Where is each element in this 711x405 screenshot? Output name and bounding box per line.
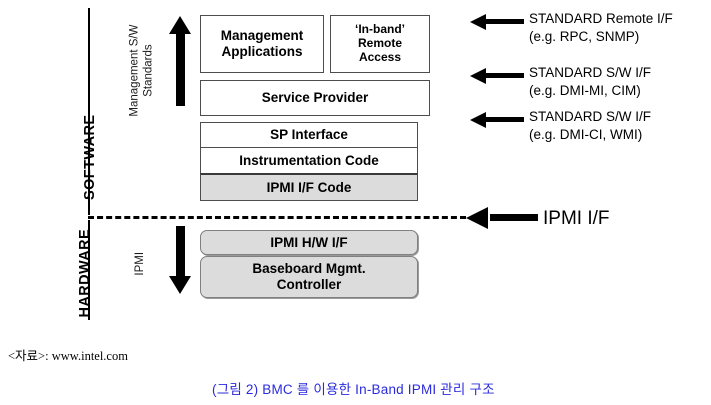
callout-arrow-standard-sw-if-ci (470, 112, 524, 128)
callout-arrow-shaft-1 (484, 19, 524, 24)
source-credit-text: <자료>: www.intel.com (8, 349, 128, 363)
box-sp-interface-label: SP Interface (270, 127, 348, 143)
ipmi-down-arrow (165, 226, 195, 294)
callout-arrow-standard-sw-if-mi (470, 68, 524, 84)
box-management-applications-line2: Applications (221, 44, 303, 59)
annotation-standard-sw-if-mi-line2: (e.g. DMI-MI, CIM) (529, 82, 641, 98)
box-instrumentation-code[interactable]: Instrumentation Code (200, 147, 418, 174)
annotation-standard-remote-if-line1: STANDARD Remote I/F (529, 11, 673, 26)
annotation-ipmi-if-line1: IPMI I/F (543, 208, 610, 229)
side-note-management-standards-line2: Standards (142, 44, 154, 97)
callout-arrow-standard-remote-if (470, 14, 524, 30)
callout-arrow-shaft-3 (484, 117, 524, 122)
figure-caption-text: (그림 2) BMC 를 이용한 In-Band IPMI 관리 구조 (212, 382, 495, 397)
arrow-head-down-icon (169, 276, 191, 294)
callout-arrow-ipmi-if (466, 207, 538, 229)
box-management-applications[interactable]: Management Applications (200, 15, 324, 73)
box-service-provider[interactable]: Service Provider (200, 80, 430, 116)
figure-caption: (그림 2) BMC 를 이용한 In-Band IPMI 관리 구조 (212, 378, 495, 398)
box-baseboard-mgmt-controller-line2: Controller (276, 277, 342, 292)
side-note-management-standards-line1: Management S/W (128, 24, 141, 117)
annotation-ipmi-if: IPMI I/F (543, 206, 610, 231)
arrow-head-left-icon-4 (466, 207, 488, 229)
arrow-head-left-icon-2 (470, 68, 486, 84)
arrow-shaft-down (175, 226, 185, 277)
annotation-standard-sw-if-ci-line2: (e.g. DMI-CI, WMI) (529, 126, 643, 142)
callout-arrow-shaft-4 (490, 214, 538, 221)
arrow-head-left-icon-1 (470, 14, 486, 30)
annotation-standard-sw-if-ci-line1: STANDARD S/W I/F (529, 109, 652, 124)
box-instrumentation-code-label: Instrumentation Code (239, 152, 379, 168)
box-inband-remote-access-line3: Access (358, 49, 402, 64)
arrow-shaft-up (175, 33, 185, 106)
box-inband-remote-access[interactable]: ‘In-band’ Remote Access (330, 15, 430, 73)
side-note-ipmi: IPMI (134, 234, 148, 294)
box-service-provider-label: Service Provider (261, 90, 369, 106)
arrow-head-up-icon (169, 16, 191, 34)
callout-arrow-shaft-2 (484, 73, 524, 78)
management-standards-up-arrow (165, 16, 195, 106)
arrow-head-left-icon-3 (470, 112, 486, 128)
annotation-standard-sw-if-ci: STANDARD S/W I/F (e.g. DMI-CI, WMI) (529, 108, 651, 144)
box-management-applications-line1: Management (220, 28, 304, 44)
annotation-standard-sw-if-mi: STANDARD S/W I/F (e.g. DMI-MI, CIM) (529, 64, 651, 100)
domain-label-software-text: SOFTWARE (81, 114, 98, 200)
box-baseboard-mgmt-controller-line1: Baseboard Mgmt. (252, 261, 366, 277)
hardware-domain-rule (88, 220, 90, 320)
source-credit: <자료>: www.intel.com (8, 345, 128, 364)
domain-label-hardware-text: HARDWARE (76, 228, 93, 318)
software-hardware-divider (88, 216, 466, 219)
box-baseboard-mgmt-controller[interactable]: Baseboard Mgmt. Controller (200, 256, 418, 298)
box-ipmi-if-code[interactable]: IPMI I/F Code (200, 173, 418, 201)
software-domain-rule (88, 8, 90, 215)
side-note-management-standards: Management S/W Standards (128, 1, 155, 141)
annotation-standard-remote-if: STANDARD Remote I/F (e.g. RPC, SNMP) (529, 10, 673, 46)
domain-label-software: SOFTWARE (81, 97, 98, 217)
box-ipmi-if-code-label: IPMI I/F Code (266, 179, 352, 195)
box-ipmi-hw-if[interactable]: IPMI H/W I/F (200, 230, 418, 255)
annotation-standard-remote-if-line2: (e.g. RPC, SNMP) (529, 28, 640, 44)
domain-label-hardware: HARDWARE (76, 213, 93, 333)
box-sp-interface[interactable]: SP Interface (200, 122, 418, 148)
box-ipmi-hw-if-label: IPMI H/W I/F (270, 234, 348, 250)
box-inband-remote-access-line2: Remote (357, 36, 402, 51)
box-inband-remote-access-line1: ‘In-band’ (355, 22, 405, 37)
annotation-standard-sw-if-mi-line1: STANDARD S/W I/F (529, 65, 652, 80)
side-note-ipmi-text: IPMI (134, 251, 147, 276)
